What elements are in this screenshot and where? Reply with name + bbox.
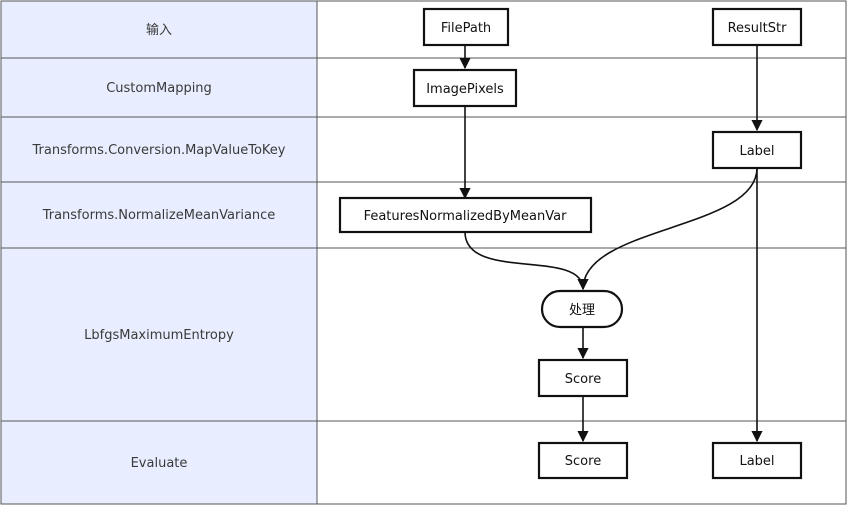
lane-label-column xyxy=(1,1,317,504)
edge-features-process xyxy=(464,231,589,291)
node-label-key-label: Label xyxy=(739,144,774,159)
node-features-label: FeaturesNormalizedByMeanVar xyxy=(364,209,568,224)
lane-bg-lbfgs xyxy=(1,248,317,421)
node-score-eval[interactable]: Score xyxy=(537,441,629,480)
node-resultstr[interactable]: ResultStr xyxy=(711,7,803,47)
node-filepath[interactable]: FilePath xyxy=(422,7,510,47)
node-label-eval-label: Label xyxy=(739,454,774,469)
lane-label-normalize: Transforms.NormalizeMeanVariance xyxy=(42,208,276,223)
node-score-train[interactable]: Score xyxy=(537,358,629,398)
lane-label-mapvaluetokey: Transforms.Conversion.MapValueToKey xyxy=(32,143,286,158)
lane-bg-mapvaluetokey xyxy=(1,117,317,182)
lane-label-input: 输入 xyxy=(146,22,172,38)
node-label-key[interactable]: Label xyxy=(711,130,803,170)
lane-bg-normalize xyxy=(1,182,317,248)
lane-label-evaluate: Evaluate xyxy=(131,456,188,471)
node-label-eval[interactable]: Label xyxy=(711,441,803,480)
lane-label-lbfgs: LbfgsMaximumEntropy xyxy=(84,328,234,343)
node-filepath-label: FilePath xyxy=(441,21,491,36)
node-imagepixels-label: ImagePixels xyxy=(426,82,504,97)
lane-bg-evaluate xyxy=(1,421,317,504)
node-imagepixels[interactable]: ImagePixels xyxy=(412,68,518,108)
edges xyxy=(459,45,763,443)
edge-label-process xyxy=(577,167,758,291)
node-features[interactable]: FeaturesNormalizedByMeanVar xyxy=(338,196,593,234)
lane-bg-custommapping xyxy=(1,58,317,117)
node-resultstr-label: ResultStr xyxy=(728,21,788,36)
lane-label-custommapping: CustomMapping xyxy=(106,81,212,96)
node-process[interactable]: 处理 xyxy=(540,289,624,329)
node-process-label: 处理 xyxy=(569,303,595,318)
node-score-eval-label: Score xyxy=(565,454,601,469)
node-score-train-label: Score xyxy=(565,372,601,387)
lane-bg-input xyxy=(1,1,317,58)
